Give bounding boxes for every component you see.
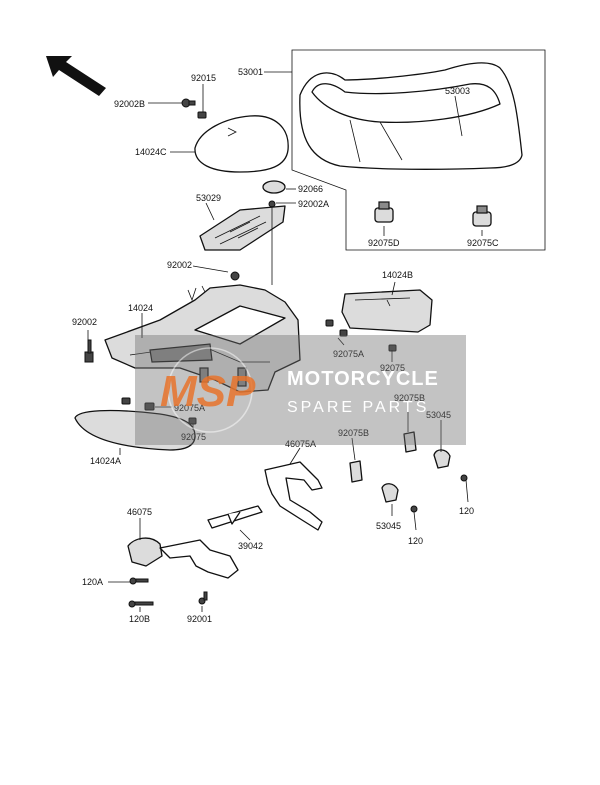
label-92066: 92066: [298, 184, 323, 194]
label-120-lower: 120: [408, 536, 423, 546]
label-39042: 39042: [238, 541, 263, 551]
nut-92075-right: [388, 344, 397, 352]
damper-92075c: [472, 205, 492, 227]
label-92075b-upper: 92075B: [394, 393, 425, 403]
nut-92015: [197, 111, 207, 119]
hook-53045-right: [433, 449, 468, 482]
label-14024: 14024: [128, 303, 153, 313]
label-53029: 53029: [196, 193, 221, 203]
label-92002b: 92002B: [114, 99, 145, 109]
watermark-line2: SPARE PARTS: [287, 399, 429, 416]
nut-92075a-left: [144, 402, 155, 411]
label-53045-lower: 53045: [376, 521, 401, 531]
hook-53045-lower: [381, 483, 418, 513]
label-92015: 92015: [191, 73, 216, 83]
label-92001: 92001: [187, 614, 212, 624]
rear-cowl-14024: [104, 284, 301, 393]
label-92002a-top: 92002A: [298, 199, 329, 209]
bolt-92001: [198, 591, 208, 605]
seat-cover-14024c: [194, 115, 289, 173]
label-92002-mid: 92002: [167, 260, 192, 270]
front-direction-arrow-icon: [46, 56, 106, 96]
label-53003: 53003: [445, 86, 470, 96]
label-120a: 120A: [82, 577, 103, 587]
label-120b: 120B: [129, 614, 150, 624]
nut-92075-left-a: [121, 397, 131, 405]
label-14024b: 14024B: [382, 270, 413, 280]
label-92002-left: 92002: [72, 317, 97, 327]
bolt-120a: [129, 577, 149, 585]
main-seat: [299, 62, 523, 170]
part-labels: 53001 53003 92015 92002B 14024C 92066 92…: [72, 67, 499, 624]
label-92075a-right: 92075A: [333, 349, 364, 359]
nut-92075a-right-2: [339, 329, 348, 337]
bolt-92002-mid: [230, 271, 240, 281]
bolt-120b: [128, 600, 154, 608]
label-92075-left: 92075: [181, 432, 206, 442]
label-92075-right: 92075: [380, 363, 405, 373]
cap-92066: [262, 180, 286, 194]
bolt-92002b: [181, 98, 196, 108]
rod-39042: [207, 505, 263, 529]
grab-plate-53029: [199, 205, 286, 251]
label-46075a: 46075A: [285, 439, 316, 449]
side-panel-14024a: [74, 409, 196, 451]
watermark-logo: MSP: [160, 367, 256, 416]
watermark-line1: MOTORCYCLE: [287, 368, 439, 390]
watermark: MSP MOTORCYCLE SPARE PARTS: [135, 335, 466, 445]
label-92075d: 92075D: [368, 238, 400, 248]
label-14024c: 14024C: [135, 147, 167, 157]
label-53001: 53001: [238, 67, 263, 77]
leader-lines: [87, 71, 483, 612]
label-46075: 46075: [127, 507, 152, 517]
damper-92075d: [374, 201, 394, 223]
nut-92075-left: [188, 417, 197, 425]
seat-assembly-bracket: [291, 49, 546, 251]
label-120-right: 120: [459, 506, 474, 516]
bolt-92002-left: [84, 339, 94, 363]
label-14024a: 14024A: [90, 456, 121, 466]
label-92075c: 92075C: [467, 238, 499, 248]
bracket-46075a: [264, 461, 323, 531]
side-cover-14024b: [341, 289, 433, 333]
label-92075b-lower: 92075B: [338, 428, 369, 438]
bracket-46075: [127, 537, 239, 579]
damper-92075b-lower: [349, 460, 363, 483]
nut-92075a-right: [325, 319, 334, 327]
label-53045-right: 53045: [426, 410, 451, 420]
damper-92075b-upper: [403, 431, 417, 453]
label-92075a-left: 92075A: [174, 403, 205, 413]
